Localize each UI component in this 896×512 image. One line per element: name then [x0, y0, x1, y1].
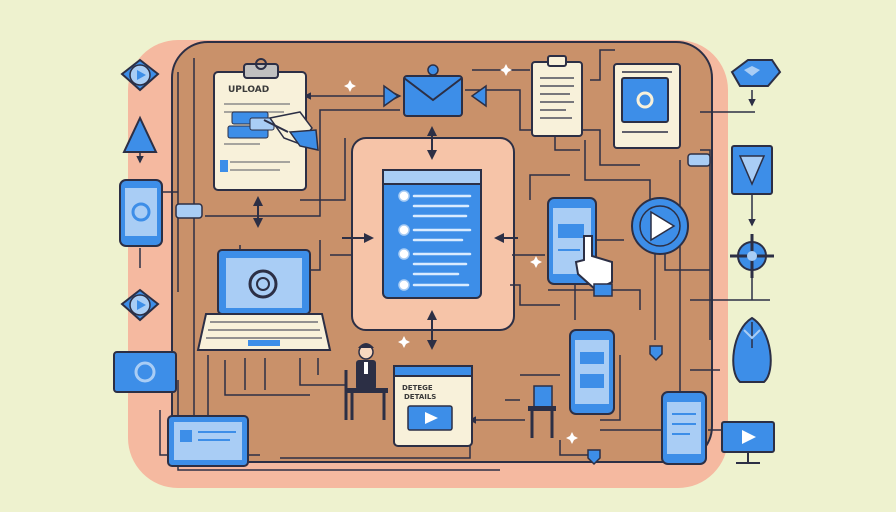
upload-clipboard-icon: UPLOAD [213, 58, 319, 191]
crosshair-icon [730, 234, 774, 278]
email-icon [403, 64, 463, 117]
smartphone-icon [119, 179, 163, 247]
connector-badge [687, 153, 711, 167]
touch-phone-icon [547, 197, 613, 297]
smartphone-icon [569, 329, 615, 415]
center-arrows [253, 126, 518, 350]
details-label-line2: DETAILS [404, 393, 436, 401]
arrow-left-icon [470, 84, 487, 108]
video-player-icon [721, 421, 775, 464]
mouse-icon [732, 316, 772, 383]
details-label-line1: DETEGE [402, 384, 433, 392]
triangle-icon [122, 115, 158, 153]
video-player-icon: DETEGE DETAILS [393, 365, 473, 447]
play-button-icon [120, 288, 160, 322]
settings-document-icon [613, 63, 681, 149]
document-icon [731, 145, 773, 195]
sparkle-decorations [344, 64, 578, 444]
tablet-icon [167, 415, 249, 467]
monitor-icon [113, 351, 177, 393]
chair-icon [528, 385, 556, 438]
person-at-desk-icon [344, 343, 388, 420]
shield-icon [649, 345, 663, 362]
play-button-icon [631, 197, 689, 255]
cloud-icon [730, 59, 782, 87]
play-button-icon [120, 58, 160, 92]
shield-icon [587, 449, 601, 466]
smartphone-icon [661, 391, 707, 465]
laptop-settings-icon [196, 249, 332, 351]
document-icon [531, 55, 583, 137]
arrow-right-icon [383, 84, 400, 108]
upload-label: UPLOAD [228, 85, 269, 95]
connector-badge [175, 203, 203, 219]
checklist-window [382, 169, 482, 299]
